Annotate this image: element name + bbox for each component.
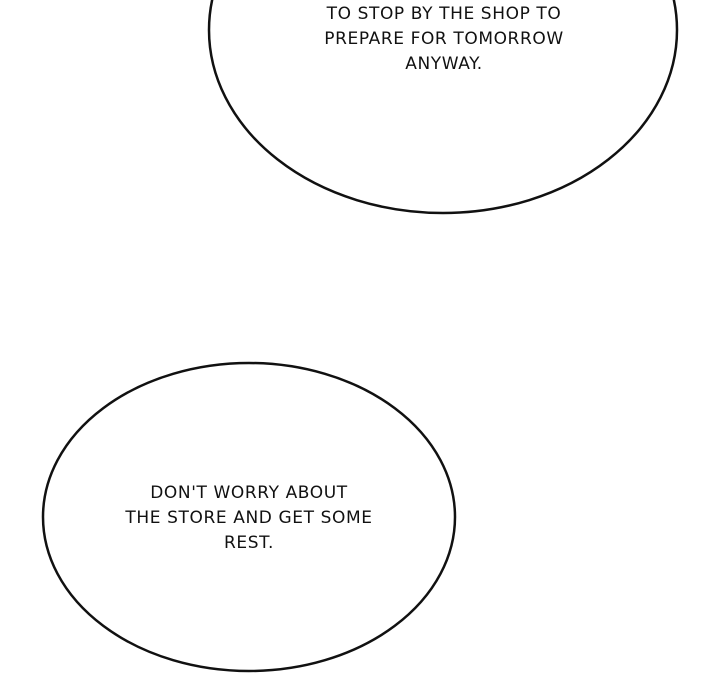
speech-bubble-top: [207, 0, 679, 215]
bubble-top-line-1: TO STOP BY THE SHOP TO: [326, 4, 562, 24]
bubble-bottom-line-3: REST.: [223, 533, 275, 553]
speech-bubble-top-text: TO STOP BY THE SHOP TO PREPARE FOR TOMOR…: [300, 2, 588, 77]
bubble-bottom-line-1: DON'T WORRY ABOUT: [150, 483, 348, 503]
bubble-top-line-3: ANYWAY.: [405, 54, 483, 74]
bubble-bottom-line-2: THE STORE AND GET SOME: [125, 508, 373, 528]
bubble-top-line-2: PREPARE FOR TOMORROW: [324, 29, 564, 49]
speech-bubble-bottom: [41, 361, 457, 673]
speech-bubble-bottom-text: DON'T WORRY ABOUT THE STORE AND GET SOME…: [98, 481, 400, 556]
